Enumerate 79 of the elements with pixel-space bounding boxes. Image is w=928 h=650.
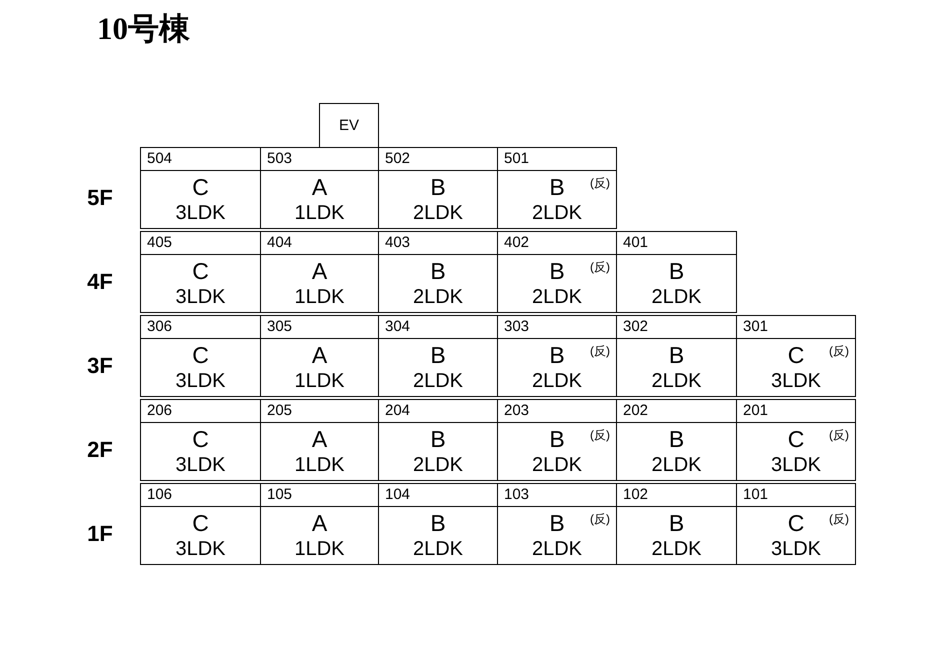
unit-number: 504 (140, 147, 261, 171)
elevator-box: EV (319, 103, 379, 148)
floor-plan-type: 2LDK (412, 537, 464, 561)
unit-type: B (430, 510, 446, 536)
reverse-mark: (反) (590, 427, 610, 444)
floor-plan-type: 2LDK (651, 453, 702, 477)
reverse-mark: (反) (590, 259, 610, 276)
unit-type: B (430, 426, 446, 452)
unit-type: A (312, 510, 328, 536)
floor-plan-type: 2LDK (412, 369, 464, 393)
unit-number: 301 (736, 315, 856, 339)
floor-label: 2F (86, 437, 114, 463)
unit-type: B (668, 258, 684, 284)
floor-plan-type: 1LDK (294, 537, 345, 561)
floor-plan-type: 3LDK (770, 453, 822, 477)
building-title: 10号棟 (97, 10, 190, 48)
unit-type: B (430, 342, 446, 368)
unit-number: 306 (140, 315, 261, 339)
floor-plan-type: 2LDK (532, 201, 582, 225)
reverse-mark: (反) (829, 343, 849, 360)
floor-plan-type: 3LDK (175, 201, 226, 225)
unit-type: B (549, 174, 565, 200)
unit-type: C (192, 510, 209, 536)
floor-plan-type: 2LDK (651, 285, 702, 309)
unit-type: B (430, 174, 446, 200)
unit-type: B (668, 342, 684, 368)
floor-plan-type: 2LDK (412, 453, 464, 477)
unit-type: C (192, 342, 209, 368)
floor-label: 1F (86, 521, 114, 547)
unit-type: A (312, 342, 328, 368)
unit-type: C (788, 426, 804, 452)
floor-plan-type: 2LDK (412, 201, 464, 225)
unit-type: A (312, 174, 328, 200)
floor-plan-type: 3LDK (175, 453, 226, 477)
unit-number: 401 (616, 231, 737, 255)
unit-type: C (192, 426, 209, 452)
reverse-mark: (反) (829, 427, 849, 444)
unit-type: B (549, 510, 565, 536)
unit-number: 201 (736, 399, 856, 423)
unit-type: A (312, 258, 328, 284)
reverse-mark: (反) (590, 175, 610, 192)
floor-plan-type: 1LDK (294, 453, 345, 477)
floor-plan-type: 3LDK (175, 369, 226, 393)
unit-number: 501 (497, 147, 617, 171)
floor-plan-type: 3LDK (770, 537, 822, 561)
floor-plan-type: 2LDK (532, 369, 582, 393)
unit-type: B (668, 426, 684, 452)
floor-plan-type: 2LDK (651, 537, 702, 561)
unit-type: B (668, 510, 684, 536)
floor-plan-type: 1LDK (294, 285, 345, 309)
floor-label: 3F (86, 353, 114, 379)
unit-number: 101 (736, 483, 856, 507)
unit-type: C (192, 174, 209, 200)
floor-plan-type: 2LDK (532, 537, 582, 561)
unit-type: C (788, 510, 804, 536)
floor-plan-type: 3LDK (770, 369, 822, 393)
floor-plan-type: 2LDK (651, 369, 702, 393)
unit-type: B (430, 258, 446, 284)
unit-type: B (549, 258, 565, 284)
floor-plan-type: 3LDK (175, 285, 226, 309)
floor-plan-type: 1LDK (294, 201, 345, 225)
unit-type: A (312, 426, 328, 452)
unit-type: C (192, 258, 209, 284)
unit-number: 206 (140, 399, 261, 423)
floor-label: 4F (86, 269, 114, 295)
unit-number: 106 (140, 483, 261, 507)
reverse-mark: (反) (590, 511, 610, 528)
reverse-mark: (反) (590, 343, 610, 360)
unit-type: B (549, 426, 565, 452)
reverse-mark: (反) (829, 511, 849, 528)
unit-type: B (549, 342, 565, 368)
floor-plan-type: 2LDK (532, 453, 582, 477)
floor-plan-type: 3LDK (175, 537, 226, 561)
floor-plan-type: 1LDK (294, 369, 345, 393)
unit-number: 405 (140, 231, 261, 255)
floor-label: 5F (86, 185, 114, 211)
unit-type: C (788, 342, 804, 368)
floor-plan-type: 2LDK (532, 285, 582, 309)
floor-plan-type: 2LDK (412, 285, 464, 309)
